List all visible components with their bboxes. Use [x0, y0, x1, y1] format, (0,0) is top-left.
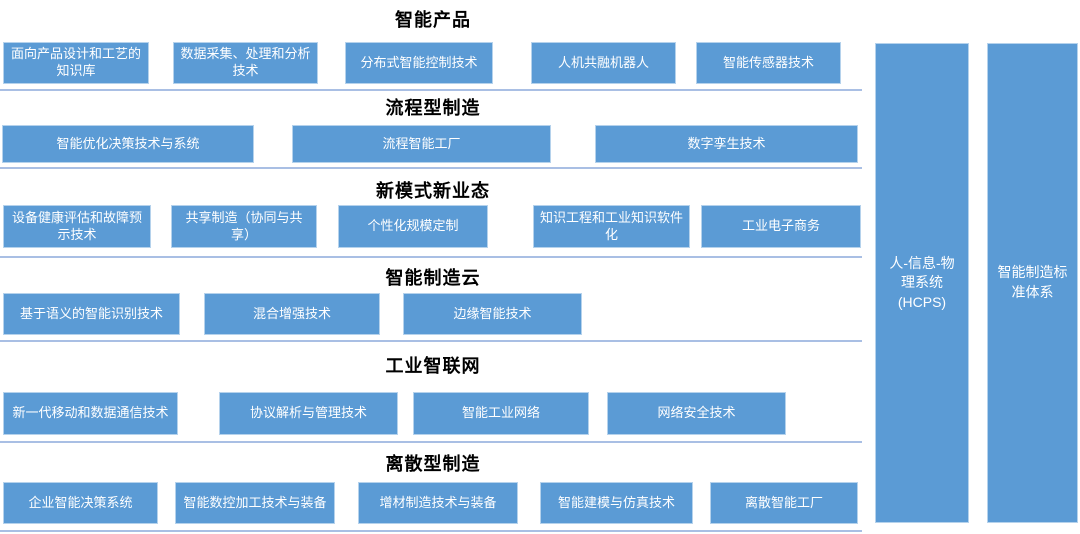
section-title-discrete-manufacturing: 离散型制造: [385, 454, 481, 474]
tech-box: 面向产品设计和工艺的知识库: [3, 42, 149, 84]
sidebar-hcps: 人-信息-物理系统(HCPS): [875, 43, 969, 523]
section-divider: [0, 89, 862, 91]
tech-box: 智能传感器技术: [696, 42, 841, 84]
section-title-smart-products: 智能产品: [395, 10, 471, 30]
tech-box: 协议解析与管理技术: [219, 392, 398, 435]
tech-box: 流程智能工厂: [292, 125, 551, 163]
section-divider: [0, 256, 862, 258]
tech-box: 数字孪生技术: [595, 125, 858, 163]
section-title-process-manufacturing: 流程型制造: [385, 98, 481, 118]
tech-box: 新一代移动和数据通信技术: [3, 392, 178, 435]
section-divider: [0, 340, 862, 342]
sidebar-standards-system: 智能制造标准体系: [987, 43, 1078, 523]
tech-box: 数据采集、处理和分析技术: [173, 42, 318, 84]
tech-box: 边缘智能技术: [403, 293, 582, 335]
tech-box: 企业智能决策系统: [3, 482, 158, 524]
tech-box: 设备健康评估和故障预示技术: [3, 205, 151, 248]
section-title-smart-manufacturing-cloud: 智能制造云: [385, 268, 481, 288]
tech-box: 离散智能工厂: [710, 482, 858, 524]
section-divider: [0, 167, 862, 169]
tech-box: 基于语义的智能识别技术: [3, 293, 180, 335]
tech-box: 个性化规模定制: [338, 205, 488, 248]
tech-box: 共享制造（协同与共享）: [171, 205, 317, 248]
section-title-new-models: 新模式新业态: [376, 181, 490, 201]
tech-box: 智能建模与仿真技术: [540, 482, 693, 524]
section-divider: [0, 441, 862, 443]
tech-box: 工业电子商务: [701, 205, 861, 248]
tech-box: 智能工业网络: [413, 392, 589, 435]
tech-box: 增材制造技术与装备: [358, 482, 518, 524]
section-title-industrial-intelligent-network: 工业智联网: [385, 356, 481, 376]
tech-box: 网络安全技术: [607, 392, 786, 435]
tech-box: 知识工程和工业知识软件化: [533, 205, 690, 248]
tech-box: 混合增强技术: [204, 293, 380, 335]
tech-box: 智能优化决策技术与系统: [2, 125, 254, 163]
tech-box: 人机共融机器人: [531, 42, 676, 84]
tech-box: 智能数控加工技术与装备: [175, 482, 335, 524]
tech-box: 分布式智能控制技术: [345, 42, 493, 84]
section-divider: [0, 530, 862, 532]
